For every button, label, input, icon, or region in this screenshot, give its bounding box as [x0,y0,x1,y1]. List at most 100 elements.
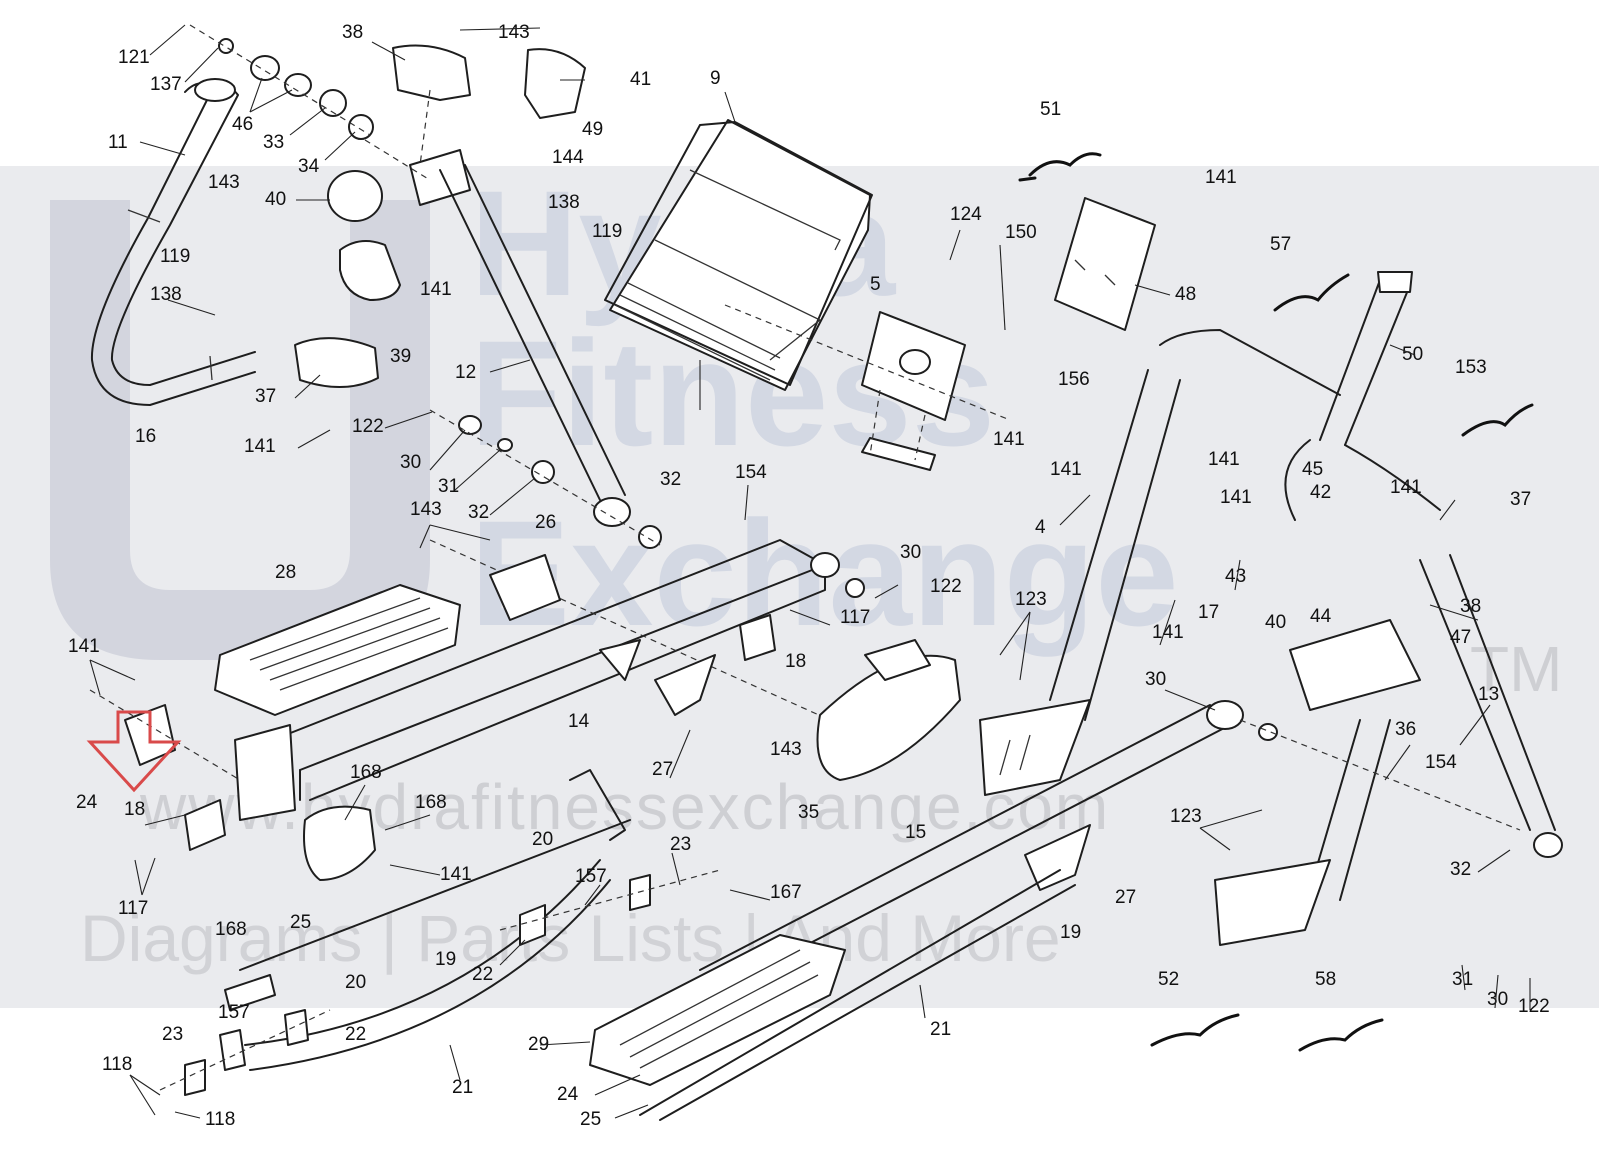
callout-labels: 121 137 46 33 34 38 143 41 49 144 11 143… [68,22,1550,1130]
callout-label: 34 [298,156,320,177]
callout-label: 154 [1425,752,1457,773]
cable-58 [1298,1018,1384,1052]
callout-label: 122 [352,416,384,437]
callout-label: 30 [900,542,921,563]
callout-label: 9 [710,68,721,89]
handle-arm-11-16 [90,78,256,406]
mount-plate-5 [724,304,1011,471]
callout-label: 24 [76,792,98,813]
bracket-48 [1054,197,1156,331]
callout-label: 143 [498,22,530,43]
callout-label: 17 [1198,602,1219,623]
callout-label: 23 [670,834,691,855]
callout-label: 21 [452,1077,473,1098]
callout-label: 32 [468,502,489,523]
callout-label: 40 [265,189,286,210]
callout-label: 144 [552,147,584,168]
callout-label: 23 [162,1024,183,1045]
frame-4 [979,329,1341,796]
callout-label: 30 [1145,669,1166,690]
callout-label: 167 [770,882,802,903]
callout-label: 19 [1060,922,1081,943]
callout-label: 28 [275,562,296,583]
mast-13 [1214,554,1563,946]
callout-label: 137 [150,74,182,95]
callout-label: 14 [568,711,590,732]
callout-label: 138 [150,284,182,305]
callout-label: 33 [263,132,284,153]
callout-label: 141 [1050,459,1082,480]
callout-label: 30 [1487,989,1508,1010]
callout-label: 31 [438,476,459,497]
callout-label: 117 [840,607,870,628]
callout-label: 13 [1478,684,1499,705]
callout-label: 123 [1170,806,1202,827]
handle-hub-parts [189,24,586,388]
shroud-35 [816,639,961,781]
cable-51 [1018,152,1102,182]
callout-label: 40 [1265,612,1286,633]
callout-label: 24 [557,1084,579,1105]
upright-50 [1284,271,1441,521]
console-9 [604,119,873,410]
callout-label: 141 [420,279,452,300]
callout-label: 117 [118,898,148,919]
pedal-arm-21-right [589,869,1076,1121]
callout-label: 22 [345,1024,366,1045]
callout-label: 29 [528,1034,549,1055]
callout-label: 122 [930,576,962,597]
callout-label: 39 [390,346,411,367]
callout-label: 52 [1158,969,1179,990]
callout-label: 119 [592,221,622,242]
callout-label: 141 [1205,167,1237,188]
callout-label: 157 [218,1002,250,1023]
callout-label: 32 [660,469,681,490]
callout-label: 141 [993,429,1025,450]
callout-label: 123 [1015,589,1047,610]
callout-label: 38 [1460,596,1481,617]
callout-label: 43 [1225,566,1246,587]
callout-label: 51 [1040,99,1061,120]
callout-label: 27 [1115,887,1136,908]
callout-label: 15 [905,822,926,843]
link-arm-12 [429,164,662,549]
callout-label: 25 [290,912,311,933]
callout-label: 124 [950,204,982,225]
callout-label: 32 [1450,859,1471,880]
callout-label: 48 [1175,284,1196,305]
callout-label: 12 [455,362,476,383]
cable-57 [1273,273,1350,312]
callout-label: 141 [244,436,276,457]
callout-label: 18 [124,799,145,820]
callout-label: 138 [548,192,580,213]
callout-label: 141 [440,864,472,885]
crossbar-14 [259,539,865,801]
callout-label: 22 [472,964,493,985]
callout-label: 16 [135,426,156,447]
callout-label: 46 [232,114,253,135]
callout-label: 37 [255,386,276,407]
callout-label: 41 [630,69,651,90]
callout-label: 118 [205,1109,235,1130]
callout-label: 141 [1208,449,1240,470]
callout-label: 153 [1455,357,1487,378]
callout-label: 26 [535,512,556,533]
callout-label: 141 [1220,487,1252,508]
callout-label: 11 [108,132,128,153]
callout-label: 47 [1450,627,1471,648]
callout-label: 168 [350,762,382,783]
crank-bracket-26 [489,554,776,716]
callout-label: 42 [1310,482,1331,503]
leader-lines [89,24,1531,1119]
callout-label: 58 [1315,969,1336,990]
callout-label: 57 [1270,234,1291,255]
callout-label: 141 [68,636,100,657]
cable-52 [1150,1013,1240,1047]
callout-label: 157 [575,866,607,887]
callout-label: 141 [1390,477,1422,498]
callout-label: 20 [532,829,553,850]
callout-label: 119 [160,246,190,267]
callout-label: 143 [410,499,442,520]
callout-label: 168 [415,792,447,813]
